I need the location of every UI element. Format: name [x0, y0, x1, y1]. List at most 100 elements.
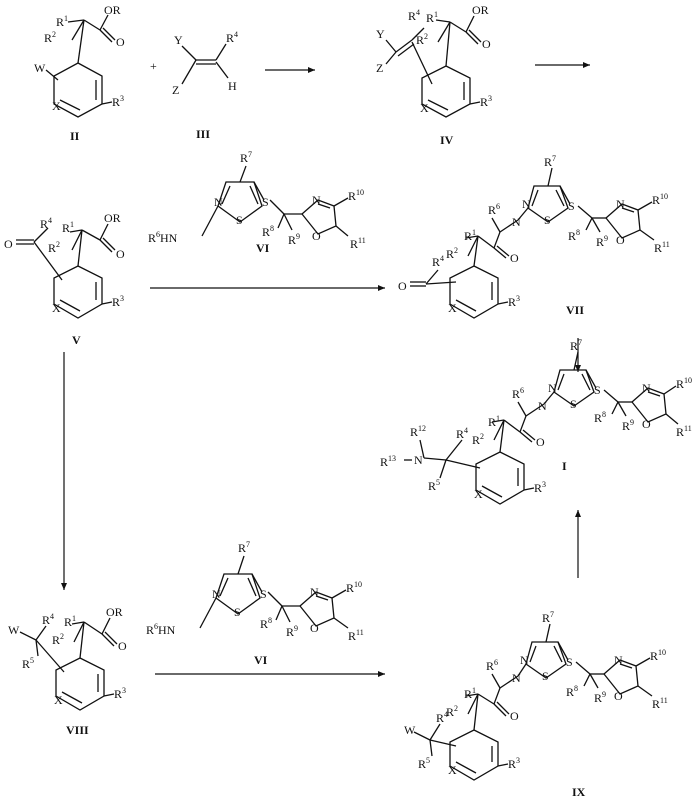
rgroup-r8: R8	[262, 224, 274, 239]
compound-i-structure: R7 N S S N R6 O R1 R2 R4 R5 N R12 R13 X …	[380, 338, 692, 505]
compound-label-vi-a: VI	[256, 241, 270, 255]
atom-x: X	[52, 301, 61, 315]
rgroup-r3: R3	[112, 94, 124, 109]
atom-s-linker: S	[262, 195, 269, 209]
atom-n: N	[214, 195, 223, 209]
rgroup-r5: R5	[428, 478, 440, 493]
rgroup-r2: R2	[416, 32, 428, 47]
rgroup-r7: R7	[240, 150, 252, 165]
compound-iv-structure: OR O Y Z R4 R1 R2 X R3 IV	[376, 3, 492, 147]
atom-n: N	[548, 381, 557, 395]
rgroup-r10: R10	[348, 188, 364, 203]
compound-label-v: V	[72, 333, 81, 347]
atom-o-ketone: O	[398, 279, 407, 293]
rgroup-r10: R10	[652, 192, 668, 207]
atom-n-oxazole: N	[312, 193, 321, 207]
rgroup-r7: R7	[238, 540, 250, 555]
rgroup-r1: R1	[56, 14, 68, 29]
rgroup-r9: R9	[622, 418, 634, 433]
rgroup-r6: R6	[488, 202, 500, 217]
compound-label-ix: IX	[572, 785, 586, 799]
rgroup-r1: R1	[464, 686, 476, 701]
rgroup-r8: R8	[594, 410, 606, 425]
atom-y: Y	[174, 33, 183, 47]
rgroup-r10: R10	[346, 580, 362, 595]
compound-label-vii: VII	[566, 303, 584, 317]
atom-n-oxazole: N	[310, 585, 319, 599]
atom-s-linker: S	[568, 199, 575, 213]
atom-or: OR	[104, 211, 121, 225]
rgroup-r9: R9	[594, 690, 606, 705]
compound-label-i: I	[562, 459, 567, 473]
atom-x: X	[448, 763, 457, 777]
rgroup-r1: R1	[64, 614, 76, 629]
rgroup-r11: R11	[654, 240, 670, 255]
atom-s: S	[236, 213, 243, 227]
rgroup-r9: R9	[596, 234, 608, 249]
atom-n-amide: N	[512, 671, 521, 685]
compound-iii-structure: Y Z R4 H III	[172, 30, 238, 141]
rgroup-r3: R3	[114, 686, 126, 701]
atom-o-oxazole: O	[310, 621, 319, 635]
atom-o-amide: O	[510, 709, 519, 723]
rgroup-r4: R4	[42, 612, 54, 627]
rgroup-r8: R8	[566, 684, 578, 699]
compound-label-iii: III	[196, 127, 210, 141]
atom-n-amide: N	[538, 399, 547, 413]
rgroup-r4: R4	[436, 710, 448, 725]
compound-label-ii: II	[70, 129, 80, 143]
rgroup-r1: R1	[426, 10, 438, 25]
atom-n: N	[520, 653, 529, 667]
atom-o-ketone: O	[4, 237, 13, 251]
plus-sign: +	[150, 59, 157, 73]
atom-o: O	[482, 37, 491, 51]
rgroup-r5: R5	[22, 656, 34, 671]
atom-x: X	[420, 101, 429, 115]
rgroup-r12: R12	[410, 424, 426, 439]
atom-or: OR	[104, 3, 121, 17]
atom-o-amide: O	[510, 251, 519, 265]
atom-o-oxazole: O	[312, 229, 321, 243]
rgroup-r8: R8	[568, 228, 580, 243]
rgroup-r11: R11	[652, 696, 668, 711]
rgroup-r5: R5	[418, 756, 430, 771]
atom-or: OR	[472, 3, 489, 17]
rgroup-r3: R3	[112, 294, 124, 309]
atom-z: Z	[172, 83, 179, 97]
rgroup-r9: R9	[286, 624, 298, 639]
compound-vi-b-structure: R7 N S S R6HN R8 R9 N O R10 R11 VI	[146, 540, 364, 667]
atom-x: X	[54, 693, 63, 707]
atom-w: W	[8, 623, 20, 637]
rgroup-r7: R7	[570, 338, 582, 353]
atom-n-oxazole: N	[616, 197, 625, 211]
atom-s: S	[570, 397, 577, 411]
atom-s-linker: S	[260, 587, 267, 601]
atom-h: H	[228, 79, 237, 93]
rgroup-r11: R11	[676, 424, 692, 439]
rgroup-r11: R11	[350, 236, 366, 251]
rgroup-r4: R4	[226, 30, 238, 45]
rgroup-r8: R8	[260, 616, 272, 631]
atom-n-oxazole: N	[642, 381, 651, 395]
atom-x: X	[52, 99, 61, 113]
compound-ix-structure: R7 N S S N R6 O R1 R2 R4 W R5 X R3 R8 R9…	[404, 610, 668, 799]
atom-s-linker: S	[594, 383, 601, 397]
atom-o: O	[116, 35, 125, 49]
atom-o: O	[116, 247, 125, 261]
rgroup-r10: R10	[650, 648, 666, 663]
rgroup-r4: R4	[408, 8, 420, 23]
atom-n: N	[212, 587, 221, 601]
atom-s: S	[544, 213, 551, 227]
compound-ii-structure: OR O R1 R2 W X R3 II	[34, 3, 125, 143]
atom-n-amine: N	[414, 453, 423, 467]
rgroup-r6: R6	[486, 658, 498, 673]
compound-vi-a-structure: R7 N S S R6HN R8 R9 N O R10 R11 VI	[148, 150, 366, 255]
rgroup-r11: R11	[348, 628, 364, 643]
atom-z: Z	[376, 61, 383, 75]
rgroup-r3: R3	[508, 756, 520, 771]
rgroup-r7: R7	[542, 610, 554, 625]
atom-o-oxazole: O	[642, 417, 651, 431]
compound-viii-structure: OR O W R4 R1 R2 R5 X R3 VIII	[8, 605, 127, 737]
